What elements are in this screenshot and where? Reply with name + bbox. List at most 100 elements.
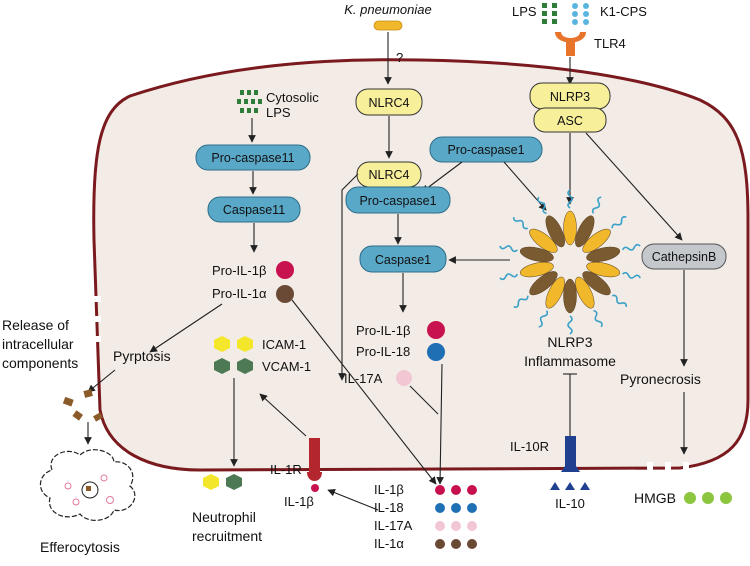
il1b-mid-dot [427, 321, 445, 339]
pro-il1b-mid-label: Pro-IL-1β [356, 323, 410, 338]
svg-text:NLRP3: NLRP3 [550, 90, 590, 104]
membrane-break-left-3 [89, 336, 101, 342]
inflammasome-subunit-icon [586, 246, 621, 263]
asc-filament-icon [499, 273, 519, 281]
il10-label: IL-10 [555, 496, 585, 511]
vcam-icon [214, 358, 253, 374]
tlr4-icon [555, 32, 586, 43]
secreted-cytokines: IL-1β IL-18 IL-17A IL-1α [374, 482, 477, 551]
inflammasome-subunit-icon [563, 278, 577, 314]
inflammasome-subunit-icon [519, 261, 554, 278]
il17a-label: IL-17A [344, 371, 383, 386]
asc-filament-icon [538, 310, 549, 328]
inflammasome-subunit-icon [586, 261, 621, 278]
membrane-break-left-2 [89, 316, 101, 322]
inflammasome-label-2: Inflammasome [524, 353, 616, 369]
secreted-il1b-label: IL-1β [374, 482, 404, 497]
svg-text:Pro-caspase1: Pro-caspase1 [359, 194, 436, 208]
k1cps-label: K1-CPS [600, 4, 647, 19]
il1b-bound-dot [311, 484, 319, 492]
hmgb-icon [684, 492, 732, 504]
icam-label: ICAM-1 [262, 337, 306, 352]
svg-text:CathepsinB: CathepsinB [652, 250, 717, 264]
neutrophil-adhesion-icon [203, 474, 242, 490]
inflammasome-subunit-icon [563, 210, 577, 246]
release-label-3: components [2, 355, 78, 371]
secreted-il1a-label: IL-1α [374, 536, 404, 551]
svg-text:ASC: ASC [557, 114, 583, 128]
secreted-il17a-label: IL-17A [374, 518, 413, 533]
pro-caspase1-top-node [429, 136, 543, 163]
il1a-dot [276, 285, 294, 303]
cytosolic-lps-icon [237, 90, 262, 113]
inflammasome-subunit-icon [529, 271, 558, 296]
asc-filament-icon [612, 294, 628, 307]
cathepsinb-node [641, 243, 727, 270]
unknown-mechanism-label: ? [396, 50, 403, 65]
il1r-icon [309, 438, 320, 472]
hmgb-label: HMGB [634, 490, 676, 506]
asc-filament-icon [513, 295, 529, 308]
nlrc4-top-node [355, 88, 423, 116]
membrane-break-right-1 [647, 462, 653, 474]
il17a-dot [396, 370, 412, 386]
asc-filament-icon [591, 196, 602, 214]
asc-filament-icon [622, 271, 641, 279]
inflammasome-subunit-icon [575, 215, 595, 248]
asc-filament-icon [593, 309, 603, 328]
svg-text:Caspase11: Caspase11 [223, 203, 285, 217]
il1r-label: IL-1R [270, 462, 302, 477]
lps-label: LPS [512, 4, 537, 19]
lps-icon [542, 3, 557, 24]
inflammasome-subunit-icon [582, 271, 611, 296]
vcam-label: VCAM-1 [262, 359, 311, 374]
cytosolic-lps-label-1: Cytosolic [266, 90, 319, 105]
svg-text:NLRC4: NLRC4 [369, 96, 410, 110]
membrane-break-left-1 [89, 296, 101, 302]
pyronecrosis-label: Pyronecrosis [620, 371, 701, 387]
inflammasome-subunit-icon [582, 228, 611, 253]
cell-debris-icon [62, 389, 103, 422]
inflammasome-core-icon [554, 246, 586, 278]
il10-icon [550, 482, 590, 490]
nlrp3-inflammasome-icon [499, 189, 641, 335]
il10r-icon [561, 436, 580, 472]
il1b-recv-label: IL-1β [284, 494, 314, 509]
pathogen-label: K. pneumoniae [344, 2, 431, 17]
il18-dot [427, 343, 445, 361]
efferocytosis-label: Efferocytosis [40, 539, 120, 555]
tlr4-stem [566, 42, 575, 56]
il1b-dot [276, 261, 294, 279]
release-label-2: intracellular [2, 336, 74, 352]
asc-filament-icon [621, 243, 641, 251]
svg-text:Pro-caspase1: Pro-caspase1 [447, 143, 524, 157]
pro-il1a-label: Pro-IL-1α [212, 286, 267, 301]
pro-il18-label: Pro-IL-18 [356, 344, 410, 359]
cytosolic-lps-label-2: LPS [266, 105, 291, 120]
inflammasome-subunit-icon [575, 276, 595, 309]
svg-text:Pro-caspase11: Pro-caspase11 [211, 151, 294, 165]
membrane-break-right-2 [665, 462, 671, 474]
inflammasome-subunit-icon [545, 215, 565, 248]
inflammasome-subunit-icon [529, 228, 558, 253]
bacterium-icon [373, 20, 403, 31]
asc-filament-icon [499, 245, 518, 253]
neutrophil-label-1: Neutrophil [192, 509, 256, 525]
pyrptosis-label: Pyrptosis [113, 348, 171, 364]
k1cps-icon [572, 3, 589, 25]
tlr4-label: TLR4 [594, 36, 626, 51]
icam-icon [214, 336, 253, 352]
inflammasome-label-1: NLRP3 [547, 334, 592, 350]
asc-filament-icon [611, 216, 627, 229]
caspase1-node [359, 245, 447, 273]
neutrophil-label-2: recruitment [192, 528, 262, 544]
caspase11-node [207, 196, 301, 223]
inflammasome-subunit-icon [545, 276, 565, 309]
secreted-il18-label: IL-18 [374, 500, 404, 515]
asc-filament-icon [567, 189, 573, 209]
il10r-label: IL-10R [510, 439, 549, 454]
asc-node [533, 107, 607, 133]
pro-caspase11-node [195, 144, 311, 171]
release-label-1: Release of [2, 317, 69, 333]
